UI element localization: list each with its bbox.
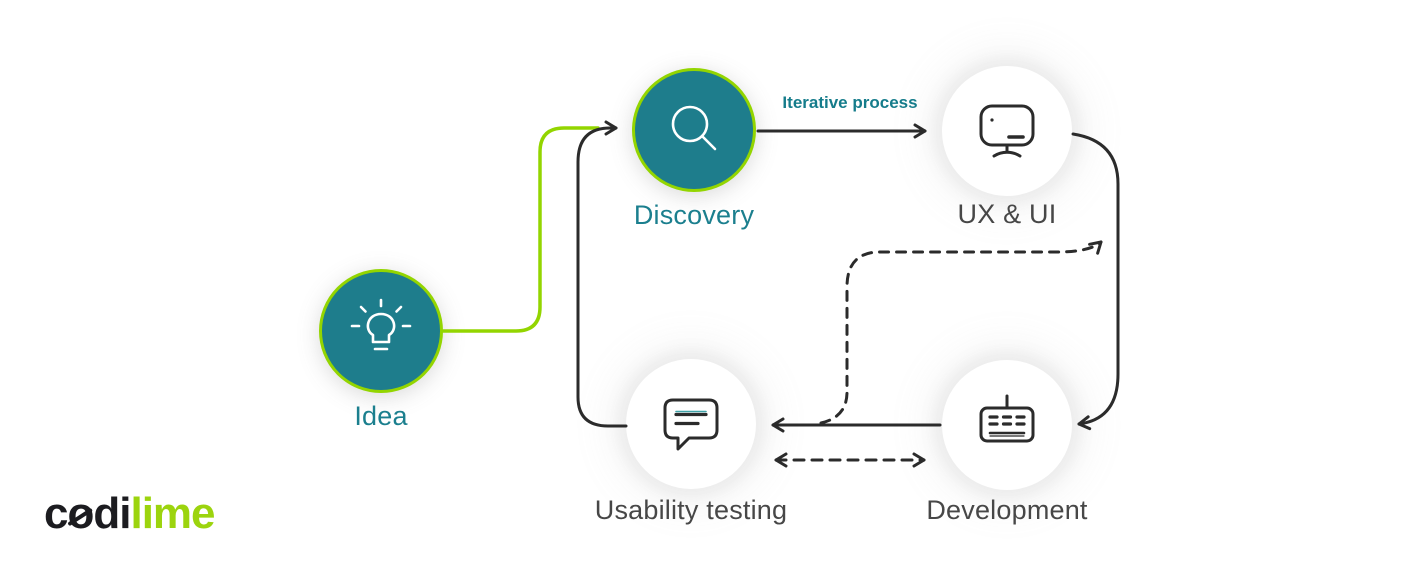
node-development-label: Development xyxy=(926,495,1088,525)
node-development xyxy=(942,360,1072,490)
magnifier-icon xyxy=(660,94,728,167)
node-discovery xyxy=(632,68,756,192)
logo-text-c: c xyxy=(44,489,69,538)
edge-idea-discovery xyxy=(441,126,600,333)
monitor-icon xyxy=(972,94,1042,169)
keyboard-icon xyxy=(972,388,1042,463)
node-idea-label: Idea xyxy=(354,401,408,431)
lightbulb-icon xyxy=(347,295,415,368)
node-usability-testing xyxy=(626,359,756,489)
node-discovery-label: Discovery xyxy=(633,200,755,230)
node-usability-testing-label: Usability testing xyxy=(594,495,788,525)
iterative-process-label: Iterative process xyxy=(782,93,918,112)
codilime-logo: codilime xyxy=(44,489,216,538)
logo-text-o: o xyxy=(67,489,94,538)
node-ux-ui xyxy=(942,66,1072,196)
node-idea xyxy=(319,269,443,393)
logo-text-lime: lime xyxy=(130,489,215,538)
node-ux-ui-label: UX & UI xyxy=(957,199,1057,229)
chat-bubble-icon xyxy=(656,387,726,462)
edge-uxui-development xyxy=(1071,132,1120,431)
logo-text-di: di xyxy=(93,489,131,538)
edge-usability-discovery xyxy=(576,120,628,428)
